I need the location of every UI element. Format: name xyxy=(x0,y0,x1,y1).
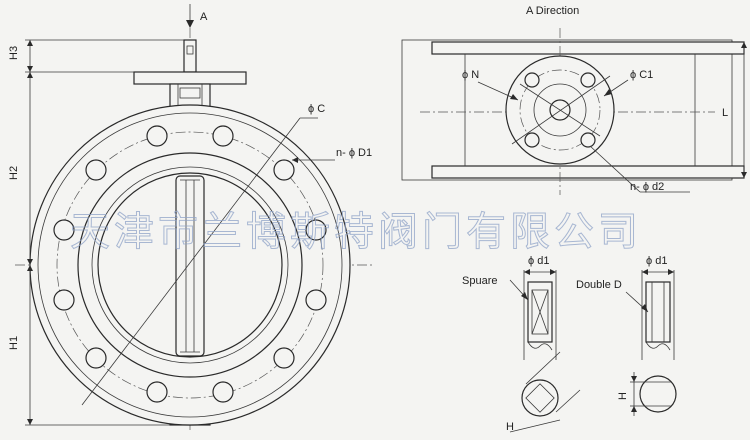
bolt-hole xyxy=(273,159,295,181)
flange-outer-ring xyxy=(37,112,343,418)
l-label: L xyxy=(722,107,728,119)
view-a-label: A xyxy=(200,11,208,23)
h2-label: H2 xyxy=(8,166,20,180)
a-direction-title: A Direction xyxy=(526,5,579,17)
double-d-h-label: H xyxy=(617,392,629,400)
square-end-circle xyxy=(521,379,559,417)
bolt-hole-label: n- ϕ D1 xyxy=(336,147,372,159)
view-arrow-head xyxy=(186,20,194,28)
bolt-hole xyxy=(53,289,75,311)
stem-keyway xyxy=(186,45,194,55)
h2-arrow-bottom xyxy=(27,259,33,265)
square-end-section xyxy=(525,383,555,413)
double-d-break-line xyxy=(645,341,671,351)
double-d-h-arrow-top xyxy=(631,376,637,382)
h3-label: H3 xyxy=(8,46,20,60)
double-d-end-circle xyxy=(639,375,677,413)
valve-neck xyxy=(169,83,211,109)
square-d1-arrow-right xyxy=(550,269,556,275)
h1-arrow-top xyxy=(27,265,33,271)
phi-c-leader xyxy=(81,117,301,406)
square-label: Spuare xyxy=(462,275,497,287)
square-h-extension xyxy=(555,389,581,413)
h2-arrow-top xyxy=(27,72,33,78)
square-shaft-detail: ϕ d1 Spuare H xyxy=(462,255,581,433)
seat-circle xyxy=(91,166,289,364)
front-view: A xyxy=(8,4,375,430)
square-shaft-cross xyxy=(531,289,549,335)
valve-disc xyxy=(175,175,205,357)
bolt-hole xyxy=(305,289,327,311)
l-arrow-bottom xyxy=(741,172,747,178)
bolt-hole-leader-arrow xyxy=(292,157,298,163)
square-phi-d1-label: ϕ d1 xyxy=(528,255,549,267)
a-view-bolt-hole xyxy=(524,132,540,148)
a-view-hole-label: n- ϕ d2 xyxy=(630,181,664,193)
bolt-hole xyxy=(146,381,168,403)
double-d-arrow-left xyxy=(642,269,648,275)
a-view-diagonal-2 xyxy=(519,83,601,137)
top-mounting-flange xyxy=(133,71,247,85)
square-leader-arrow xyxy=(521,292,528,300)
square-break-line xyxy=(527,341,553,351)
square-h-extension-2 xyxy=(525,351,561,385)
h1-arrow-bottom xyxy=(27,419,33,425)
bolt-hole xyxy=(212,381,234,403)
double-d-h-arrow-bottom xyxy=(631,406,637,412)
h1-label: H1 xyxy=(8,336,20,350)
phi-c-label: ϕ C xyxy=(308,103,325,115)
body-inner-circle xyxy=(77,152,303,378)
square-d1-arrow-left xyxy=(524,269,530,275)
valve-stem xyxy=(183,39,197,73)
h3-arrow-top xyxy=(27,40,33,46)
bolt-hole xyxy=(85,159,107,181)
a-view-bolt-hole xyxy=(580,132,596,148)
a-direction-view: A Direction ϕ N ϕ C1 n- ϕ d2 xyxy=(401,5,747,195)
a-view-frame xyxy=(401,39,733,181)
company-watermark: 天津市兰博斯特阀门有限公司 xyxy=(70,209,642,255)
a-view-top-bar xyxy=(431,41,745,55)
bore-circle xyxy=(97,172,283,358)
a-view-bolt-circle xyxy=(519,69,601,151)
square-h-leader xyxy=(509,419,561,433)
h3-arrow-bottom xyxy=(27,66,33,72)
double-d-arrow-right xyxy=(668,269,674,275)
bolt-holes xyxy=(53,125,327,403)
bolt-hole xyxy=(53,219,75,241)
square-shaft-flat xyxy=(531,289,549,335)
double-d-shaft-detail: ϕ d1 Double D H xyxy=(576,255,677,416)
double-d-shaft-body xyxy=(645,281,671,343)
a-view-bottom-bar xyxy=(431,165,745,179)
bolt-hole xyxy=(212,125,234,147)
bolt-hole xyxy=(305,219,327,241)
a-view-bolt-hole xyxy=(580,72,596,88)
neck-window xyxy=(179,87,201,99)
phi-c1-arrow xyxy=(604,89,612,96)
square-h-label: H xyxy=(506,421,514,433)
bolt-hole xyxy=(273,347,295,369)
a-view-bolt-hole xyxy=(524,72,540,88)
l-arrow-top xyxy=(741,42,747,48)
a-view-inner-circle xyxy=(533,83,587,137)
bolt-circle xyxy=(56,131,324,399)
double-d-leader-arrow xyxy=(641,304,648,312)
double-d-label: Double D xyxy=(576,279,622,291)
phi-c1-label: ϕ C1 xyxy=(630,69,653,81)
bolt-hole xyxy=(146,125,168,147)
bolt-hole xyxy=(85,347,107,369)
phi-n-label: ϕ N xyxy=(462,69,479,81)
a-view-diagonal xyxy=(511,75,611,145)
phi-n-arrow xyxy=(510,94,518,100)
a-view-hole-leader xyxy=(589,145,641,193)
double-d-phi-d1-label: ϕ d1 xyxy=(646,255,667,267)
